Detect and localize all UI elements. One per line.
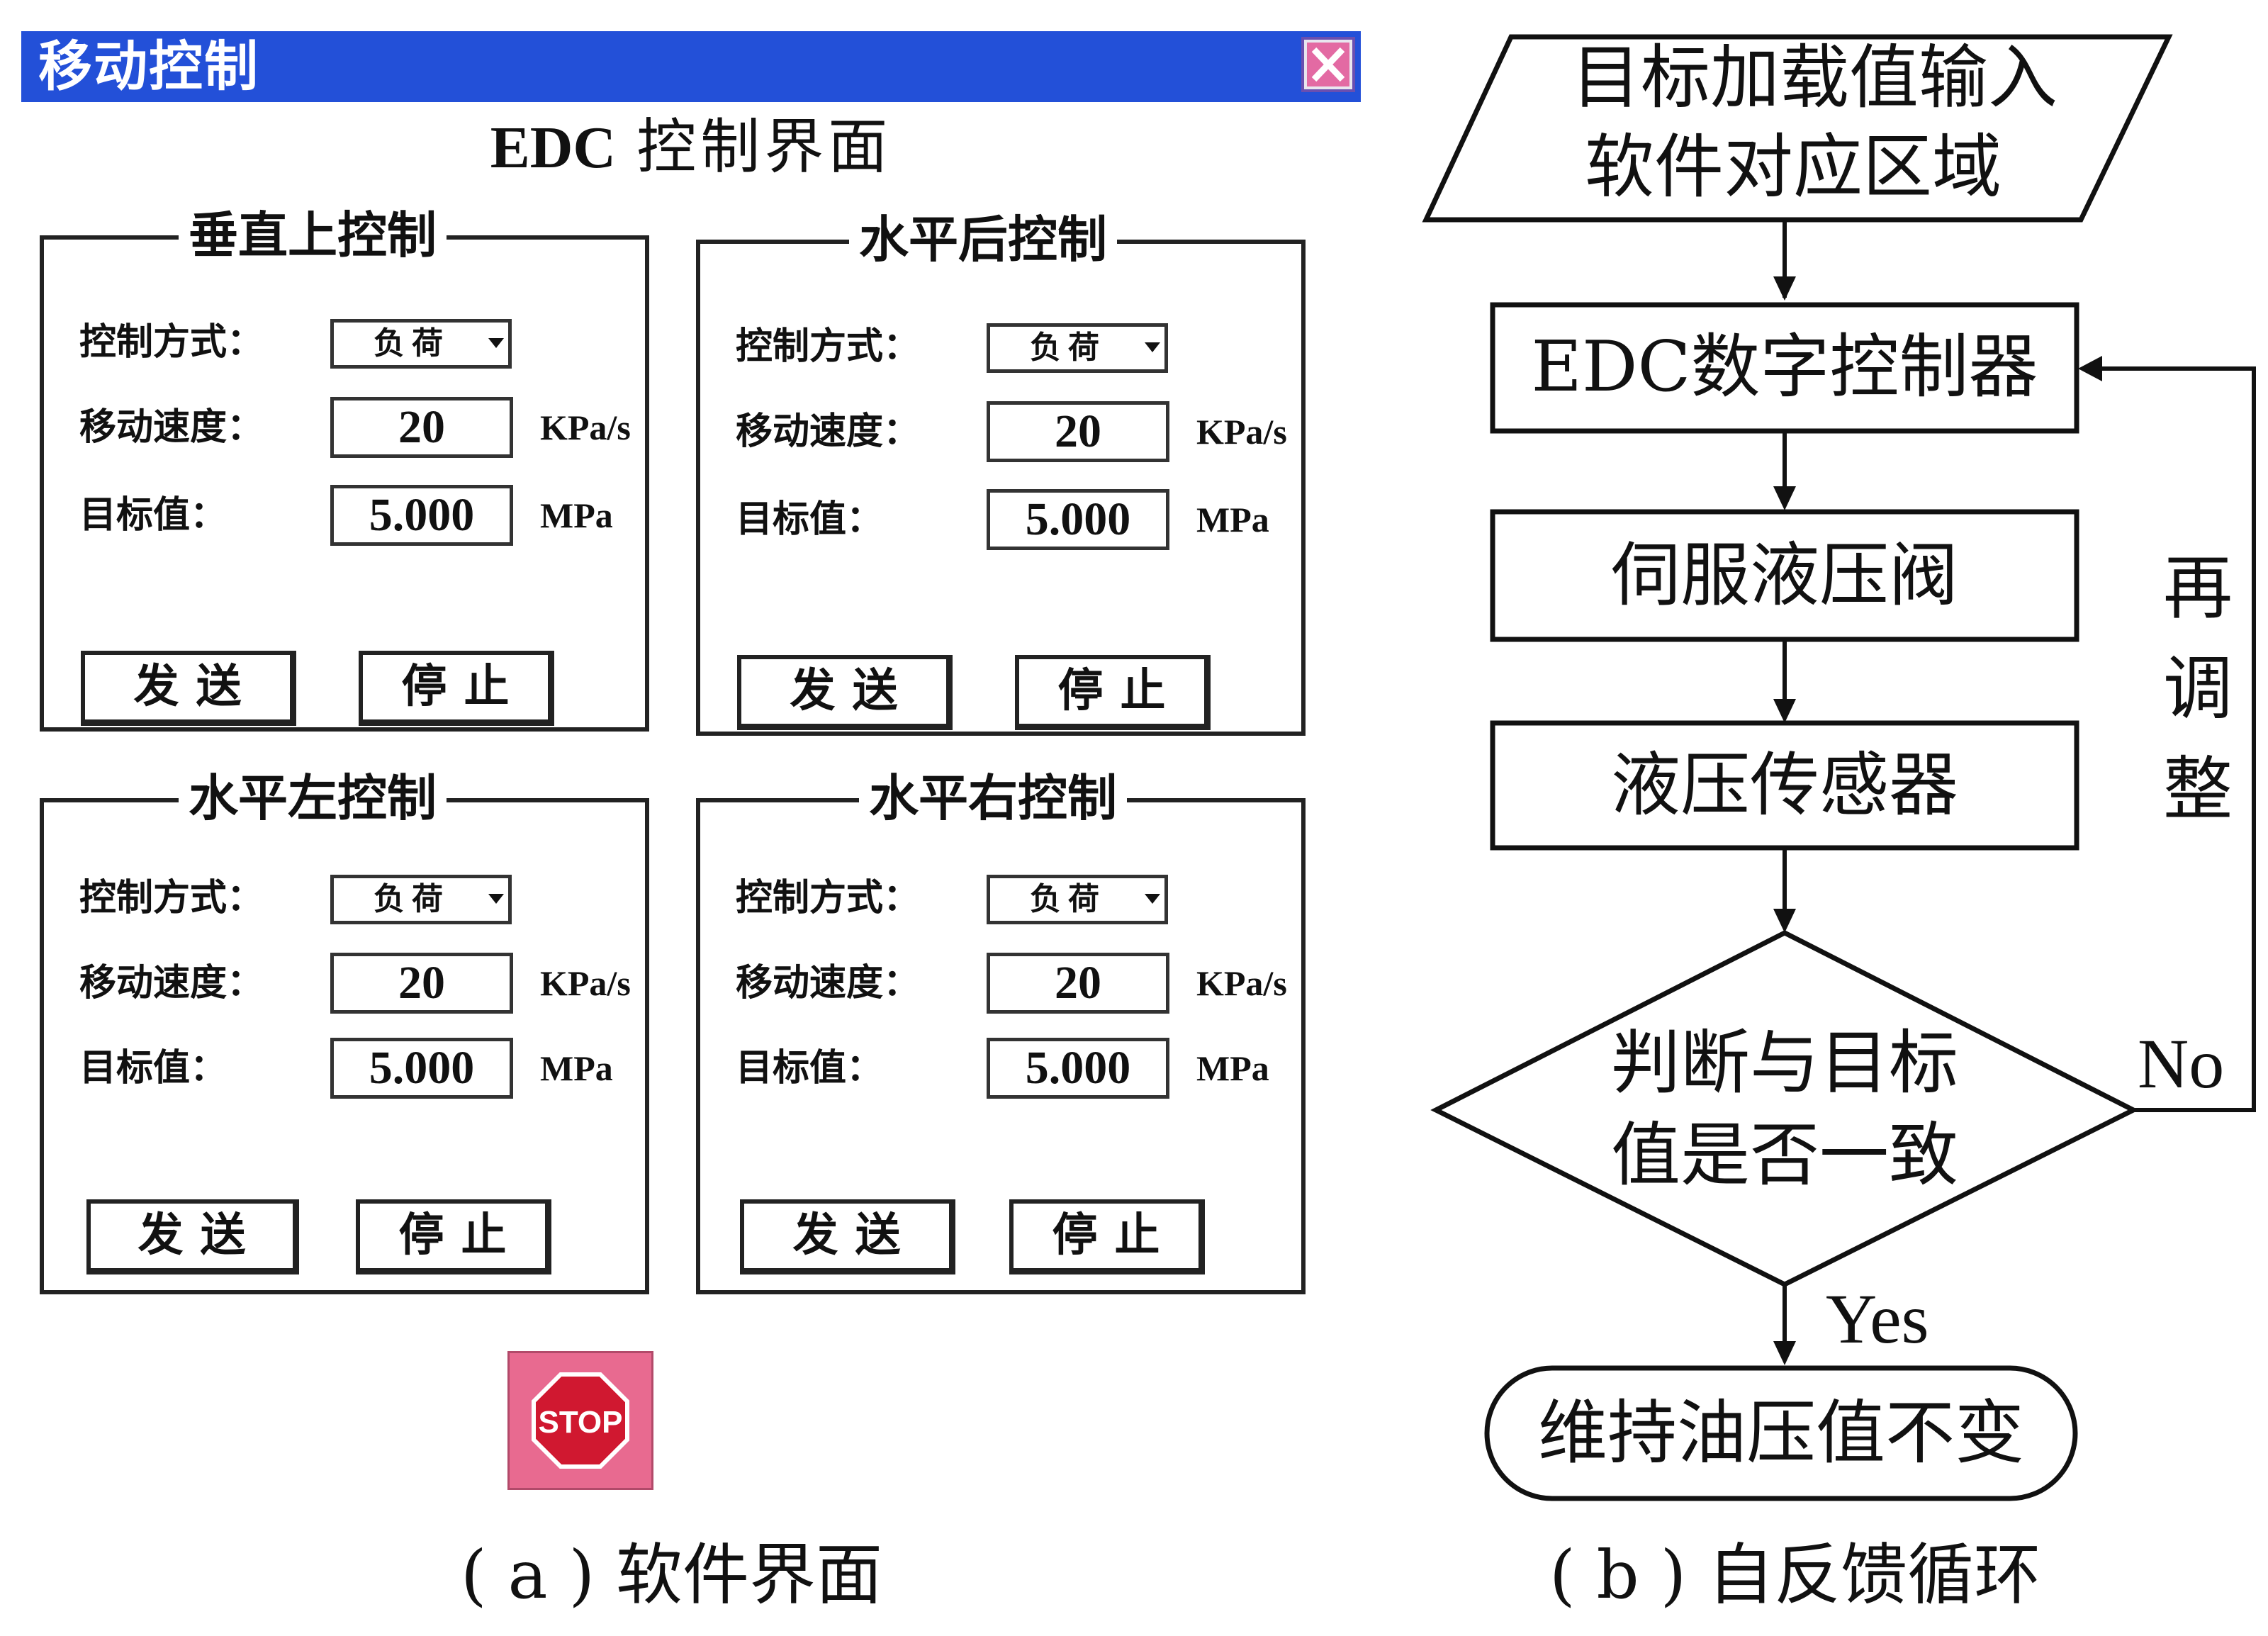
no-feedback-line: [2096, 366, 2256, 1112]
group-horizontal-left: 水平左控制 控制方式： 负荷 移动速度： 20 KPa/s 目标值： 5.000…: [40, 763, 649, 1294]
group-horizontal-right: 水平右控制 控制方式： 负荷 移动速度： 20 KPa/s 目标值： 5.000…: [696, 763, 1306, 1294]
target-input[interactable]: 5.000: [330, 1038, 513, 1099]
target-label: 目标值：: [79, 1047, 228, 1089]
decision-text-line1: 判断与目标: [1610, 1023, 1958, 1104]
speed-unit: KPa/s: [540, 963, 631, 1003]
window-title: 移动控制: [38, 35, 259, 98]
controller-label: EDC数字控制器: [1531, 327, 2038, 408]
speed-input[interactable]: 20: [330, 397, 513, 458]
mode-value: 负荷: [1030, 881, 1106, 917]
target-label: 目标值：: [736, 498, 884, 541]
stop-sign-label: STOP: [538, 1405, 622, 1440]
send-button[interactable]: 发送: [737, 655, 953, 730]
speed-label: 移动速度：: [736, 410, 921, 453]
mode-label: 控制方式：: [736, 877, 921, 919]
valve-label: 伺服液压阀: [1610, 535, 1958, 616]
mode-select[interactable]: 负荷: [330, 875, 512, 924]
mode-value: 负荷: [374, 881, 450, 917]
input-text-line1: 目标加载值输入: [1571, 38, 2058, 118]
emergency-stop-button[interactable]: STOP: [507, 1351, 653, 1490]
caption-b: ( b ) 自反馈循环: [1549, 1537, 2041, 1614]
speed-label: 移动速度：: [79, 406, 264, 449]
target-input[interactable]: 5.000: [330, 485, 513, 546]
send-button[interactable]: 发送: [86, 1199, 299, 1274]
stop-sign-icon: STOP: [532, 1372, 629, 1469]
heading-edc: EDC: [490, 115, 617, 181]
speed-unit: KPa/s: [540, 408, 631, 447]
target-unit: MPa: [1196, 1048, 1269, 1088]
target-input[interactable]: 5.000: [987, 1038, 1169, 1099]
stop-button[interactable]: 停止: [1009, 1199, 1205, 1274]
mode-select[interactable]: 负荷: [987, 875, 1168, 924]
no-label: No: [2138, 1024, 2225, 1103]
stop-button[interactable]: 停止: [1015, 655, 1211, 730]
group-title: 水平右控制: [859, 763, 1127, 834]
mode-select[interactable]: 负荷: [330, 319, 512, 369]
readjust-char-2: 调: [2162, 649, 2233, 729]
send-button[interactable]: 发送: [81, 651, 296, 726]
speed-input[interactable]: 20: [330, 953, 513, 1014]
valve-box: [1490, 509, 2079, 642]
target-unit: MPa: [540, 1048, 613, 1088]
readjust-char-1: 再: [2162, 548, 2233, 629]
stop-button[interactable]: 停止: [359, 651, 554, 726]
speed-input[interactable]: 20: [987, 953, 1169, 1014]
input-parallelogram: [1422, 34, 2173, 223]
speed-label: 移动速度：: [736, 962, 921, 1004]
target-label: 目标值：: [736, 1047, 884, 1089]
end-label: 维持油压值不变: [1537, 1393, 2024, 1474]
controller-box: [1490, 302, 2079, 434]
group-vertical-up: 垂直上控制 控制方式： 负荷 移动速度： 20 KPa/s 目标值： 5.000…: [40, 200, 649, 732]
end-terminator: [1484, 1365, 2078, 1501]
yes-label: Yes: [1826, 1279, 1929, 1358]
speed-unit: KPa/s: [1196, 963, 1287, 1003]
caption-a: ( a ) 软件界面: [461, 1537, 883, 1614]
mode-value: 负荷: [374, 325, 450, 362]
speed-input[interactable]: 20: [987, 401, 1169, 462]
mode-value: 负荷: [1030, 330, 1106, 366]
mode-label: 控制方式：: [736, 325, 921, 368]
target-unit: MPa: [1196, 500, 1269, 539]
mode-select[interactable]: 负荷: [987, 323, 1168, 373]
mode-label: 控制方式：: [79, 321, 264, 364]
speed-unit: KPa/s: [1196, 412, 1287, 452]
target-label: 目标值：: [79, 494, 228, 537]
sensor-label: 液压传感器: [1610, 745, 1958, 826]
decision-text-line2: 值是否一致: [1610, 1115, 1958, 1196]
group-title: 水平左控制: [179, 763, 447, 834]
sensor-box: [1490, 720, 2079, 851]
group-horizontal-back: 水平后控制 控制方式： 负荷 移动速度： 20 KPa/s 目标值： 5.000…: [696, 204, 1306, 736]
window-body: EDC 控制界面 垂直上控制 控制方式： 负荷 移动速度： 20 KPa/s 目…: [21, 102, 1361, 1491]
chevron-down-icon: [1145, 342, 1160, 352]
target-unit: MPa: [540, 495, 613, 535]
group-title: 垂直上控制: [179, 200, 447, 271]
input-text-line2: 软件对应区域: [1584, 127, 2002, 208]
heading-control-interface: 控制界面: [636, 112, 892, 181]
send-button[interactable]: 发送: [740, 1199, 955, 1274]
target-input[interactable]: 5.000: [987, 489, 1169, 550]
mode-label: 控制方式：: [79, 877, 264, 919]
close-icon: [1307, 43, 1349, 86]
stop-button[interactable]: 停止: [356, 1199, 551, 1274]
close-button[interactable]: [1301, 37, 1355, 92]
decision-diamond: [1430, 930, 2139, 1287]
page-heading: EDC 控制界面: [21, 108, 1361, 187]
group-title: 水平后控制: [849, 204, 1117, 275]
chevron-down-icon: [1145, 894, 1160, 904]
window-titlebar: 移动控制: [21, 31, 1361, 102]
chevron-down-icon: [488, 338, 504, 348]
readjust-char-3: 整: [2162, 749, 2233, 830]
chevron-down-icon: [488, 894, 504, 904]
speed-label: 移动速度：: [79, 962, 264, 1004]
